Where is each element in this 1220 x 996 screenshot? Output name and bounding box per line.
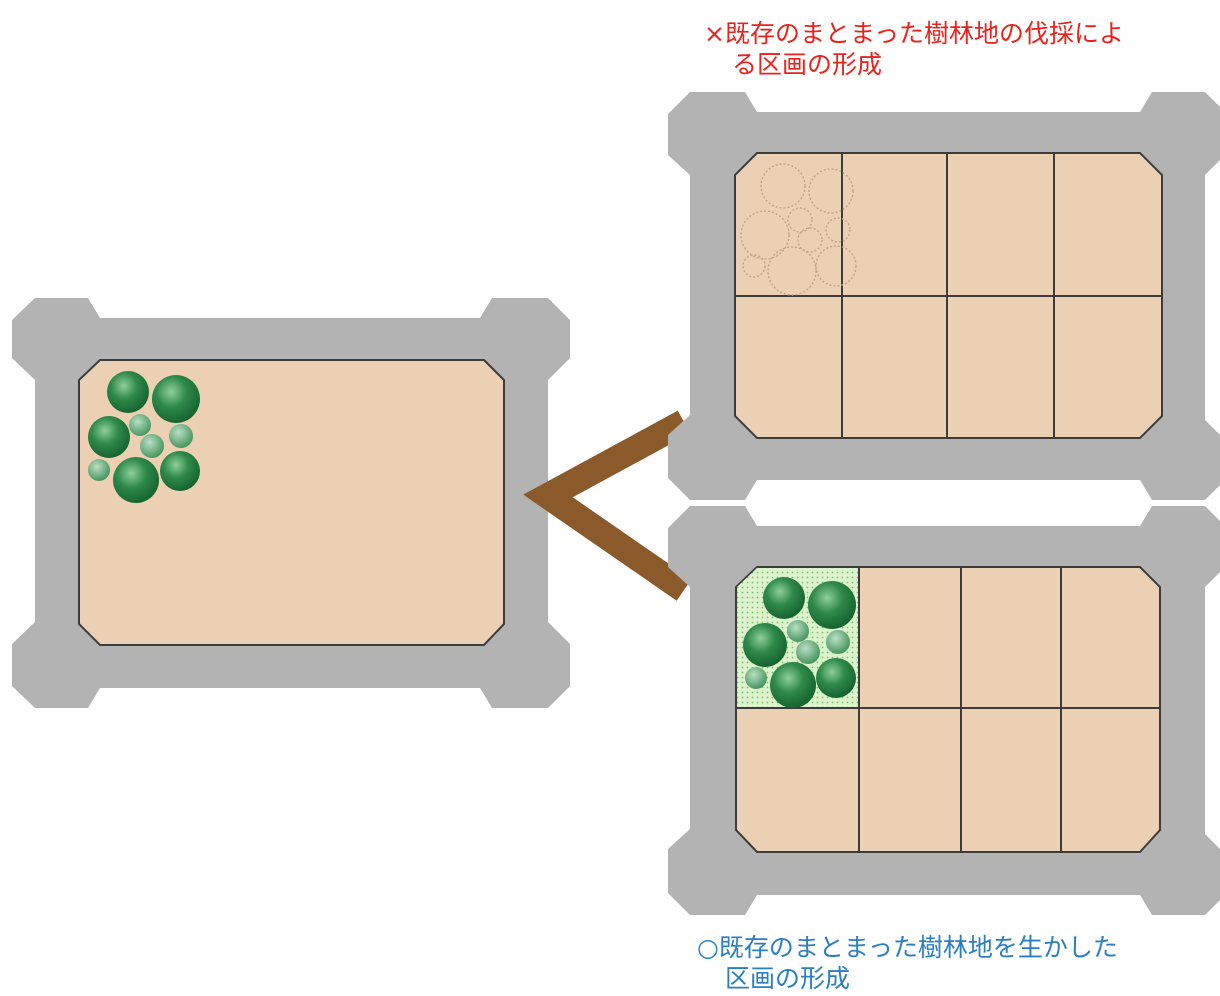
caption-line: ○既存のまとまった樹林地を生かした: [697, 933, 1118, 962]
removed-tree-icon: [740, 210, 790, 260]
tree-icon: [107, 371, 149, 413]
removed-trees: [740, 163, 857, 296]
caption-cleared-forest: ×既存のまとまった樹林地の伐採によ る区画の形成: [704, 18, 1124, 80]
caption-line: ×既存のまとまった樹林地の伐採によ: [704, 19, 1124, 48]
caption-preserved-forest: ○既存のまとまった樹林地を生かした 区画の形成: [697, 932, 1118, 994]
removed-tree-icon: [787, 207, 813, 233]
original-block: [12, 298, 570, 708]
caption-line: る区画の形成: [732, 50, 883, 79]
removed-tree-icon: [825, 217, 851, 243]
tree-icon: [796, 640, 820, 664]
tree-icon: [152, 375, 200, 423]
forest-cluster: [743, 577, 856, 708]
removed-tree-icon: [815, 245, 857, 287]
tree-icon: [808, 581, 856, 629]
forest-cluster: [88, 371, 200, 503]
tree-icon: [160, 451, 200, 491]
lot-divisions: [736, 567, 1160, 852]
tree-icon: [88, 416, 130, 458]
tree-icon: [743, 623, 787, 667]
caption-line: 区画の形成: [725, 964, 851, 993]
tree-icon: [816, 658, 856, 698]
tree-icon: [113, 457, 159, 503]
removed-tree-icon: [760, 163, 806, 209]
tree-icon: [140, 434, 164, 458]
tree-icon: [826, 630, 850, 654]
tree-icon: [129, 414, 151, 436]
removed-tree-icon: [797, 227, 823, 253]
lot-divisions: [735, 153, 1162, 438]
branch-arrow-icon: [523, 410, 692, 601]
tree-icon: [88, 459, 110, 481]
tree-icon: [770, 662, 816, 708]
removed-tree-icon: [742, 254, 766, 278]
tree-icon: [787, 620, 809, 642]
tree-icon: [169, 424, 193, 448]
subdivided-block-preserved: [668, 506, 1220, 915]
tree-icon: [745, 667, 767, 689]
tree-icon: [763, 577, 805, 619]
removed-tree-icon: [808, 168, 854, 214]
subdivided-block-cleared: [668, 92, 1220, 500]
